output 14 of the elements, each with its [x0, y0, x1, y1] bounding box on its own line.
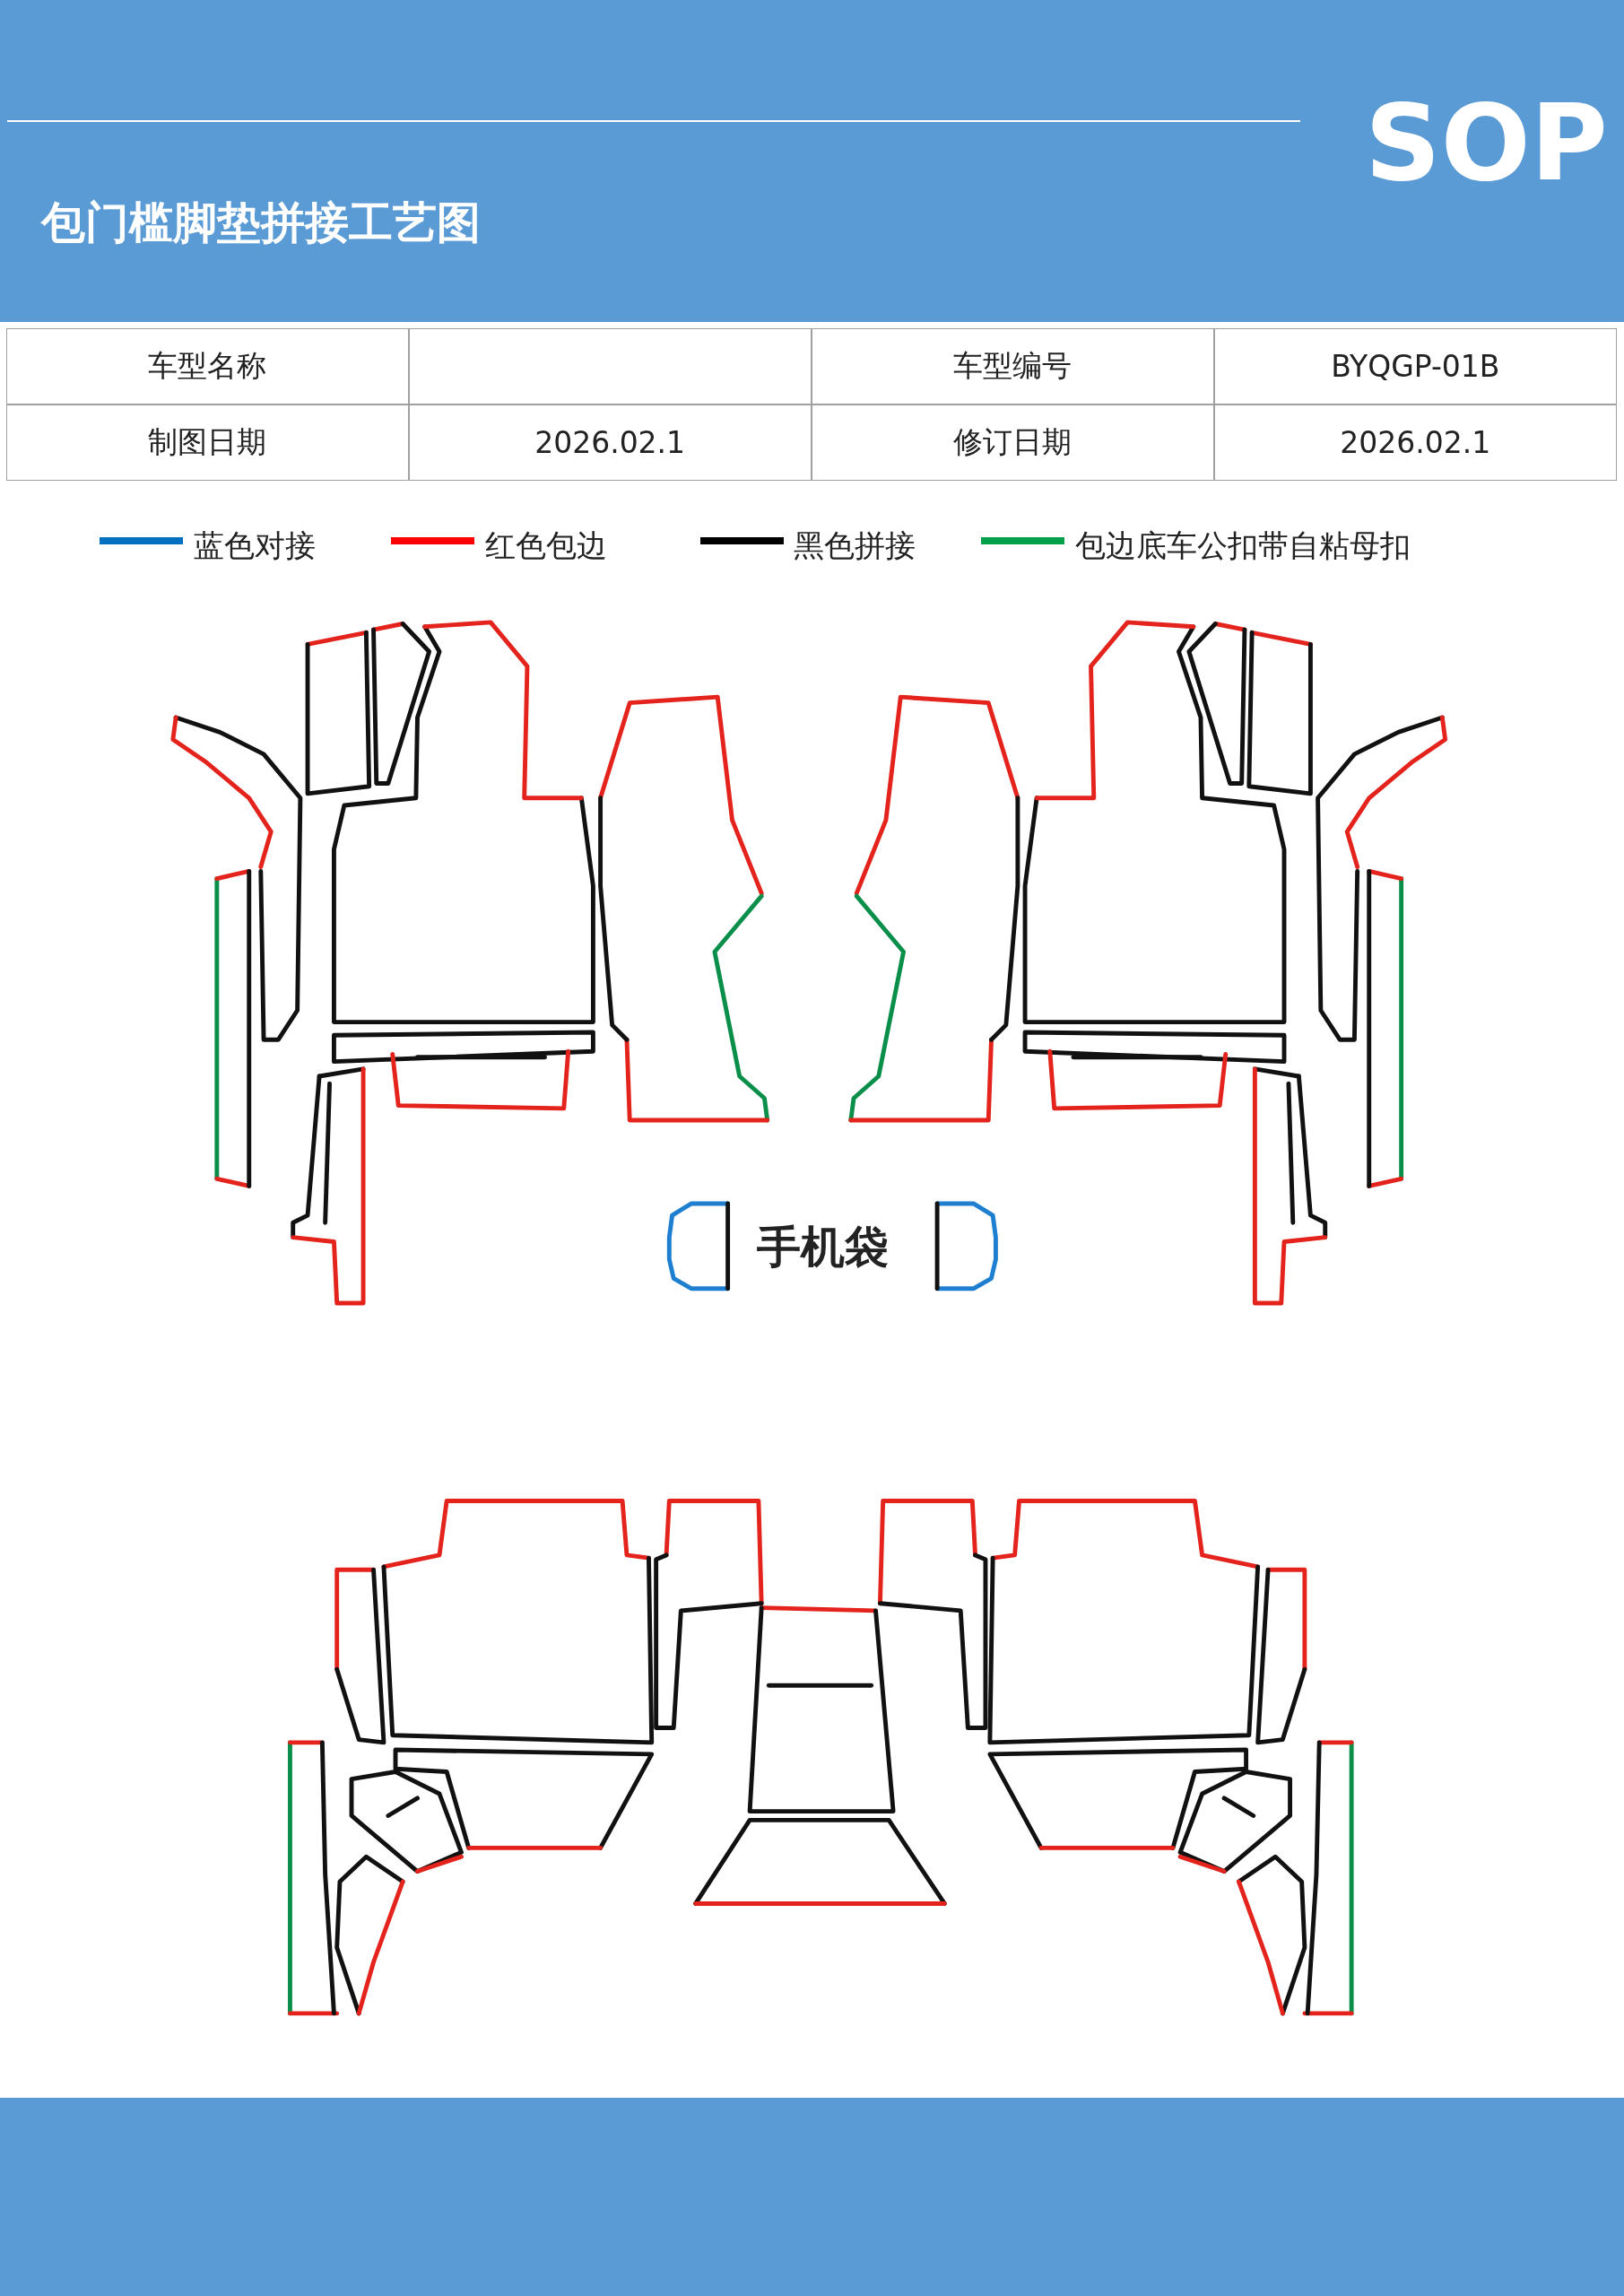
- table-cell: 车型名称: [5, 327, 409, 404]
- part-label: 手机袋: [757, 1221, 890, 1274]
- page-title: 包门槛脚垫拼接工艺图: [40, 196, 481, 250]
- table-cell: 2026.02.1: [1213, 404, 1617, 481]
- table-cell: 2026.02.1: [408, 404, 812, 481]
- table-cell: 车型编号: [811, 327, 1214, 404]
- table-cell: 制图日期: [5, 404, 409, 481]
- table-cell: 修订日期: [811, 404, 1214, 481]
- legend-label: 红色包边: [484, 526, 607, 565]
- legend-label: 蓝色对接: [193, 526, 316, 565]
- sop-label: SOP: [1365, 91, 1608, 196]
- legend-label: 黑色拼接: [794, 526, 916, 565]
- table-cell: BYQGP-01B: [1213, 327, 1617, 404]
- legend-label: 包边底车公扣带自粘母扣: [1074, 526, 1411, 565]
